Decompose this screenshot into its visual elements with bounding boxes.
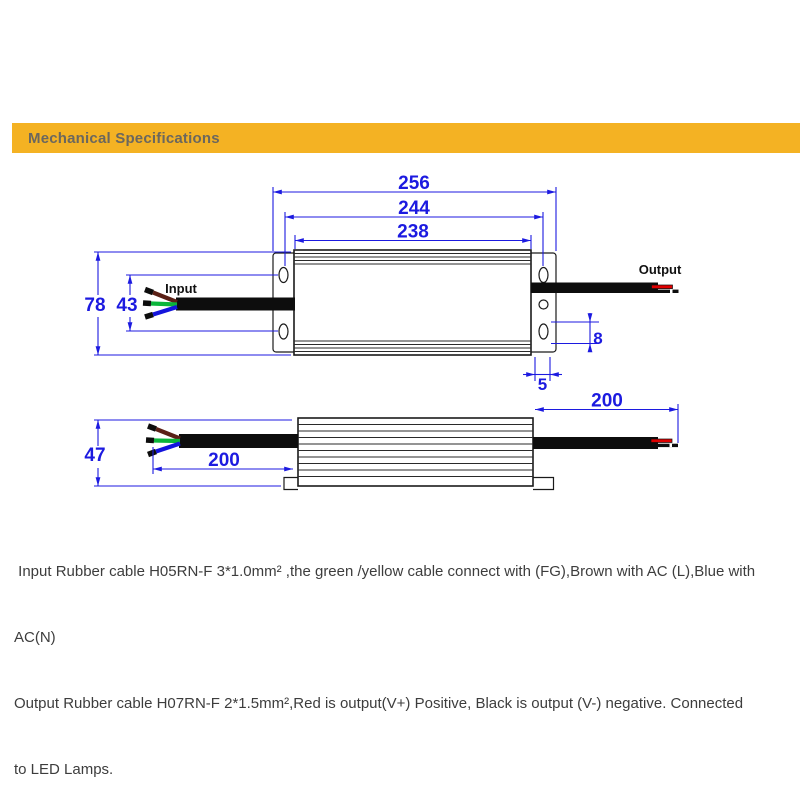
svg-text:238: 238 (397, 222, 429, 243)
specification-notes: Input Rubber cable H05RN-F 3*1.0mm² ,the… (14, 517, 796, 800)
svg-text:200: 200 (208, 450, 240, 471)
svg-text:5: 5 (538, 375, 547, 394)
output-wire-black (651, 289, 679, 293)
input-cable-top-view (142, 286, 295, 320)
side-view-drawing: 47 200 200 (84, 391, 679, 491)
input-label: Input (165, 281, 197, 296)
output-cable-side-view (533, 437, 678, 449)
dimension-input-cable-length: 200 (152, 447, 293, 474)
output-cable-note-line2: to LED Lamps. (14, 761, 114, 778)
dimension-body-length: 238 (294, 222, 532, 249)
output-wire-red (651, 284, 673, 289)
dimension-mounting-hole-span: 244 (284, 198, 544, 266)
dimension-overall-width: 78 (84, 251, 291, 356)
dimension-output-cable-length: 200 (535, 391, 679, 443)
input-cable-side-view (145, 423, 298, 458)
svg-text:8: 8 (593, 329, 602, 348)
output-cable-note-line1: Output Rubber cable H07RN-F 2*1.5mm²,Red… (14, 695, 744, 712)
output-wire-black-side (651, 443, 678, 448)
svg-text:244: 244 (398, 198, 430, 219)
svg-text:256: 256 (398, 173, 430, 194)
dimension-slot-offset: 8 (551, 313, 603, 353)
right-bracket-foot (533, 476, 555, 491)
mounting-slot-holes (278, 266, 549, 340)
input-cable-note-line1: Input Rubber cable H05RN-F 3*1.0mm² ,the… (14, 563, 756, 580)
driver-body-side-view (283, 417, 555, 491)
svg-text:78: 78 (84, 295, 105, 316)
svg-text:47: 47 (84, 445, 105, 466)
output-cable-top-view (531, 282, 679, 293)
dimension-cable-entry-span: 43 (116, 274, 278, 332)
mechanical-drawing: Input Output 256 244 (84, 173, 682, 491)
svg-text:43: 43 (116, 295, 137, 316)
output-wire-red-side (650, 438, 673, 443)
dimension-bracket-offset: 5 (523, 357, 562, 394)
section-title: Mechanical Specifications (28, 129, 220, 147)
output-label: Output (639, 262, 682, 277)
driver-body-top-view (293, 249, 532, 356)
input-cable-note-line2: AC(N) (14, 629, 56, 646)
dimension-overall-length: 256 (272, 173, 557, 251)
dimension-height: 47 (84, 419, 292, 487)
section-header-bar: Mechanical Specifications (12, 123, 800, 153)
svg-text:200: 200 (591, 391, 623, 412)
left-bracket-foot (283, 476, 298, 491)
top-view-drawing: Input Output 256 244 (84, 173, 682, 394)
